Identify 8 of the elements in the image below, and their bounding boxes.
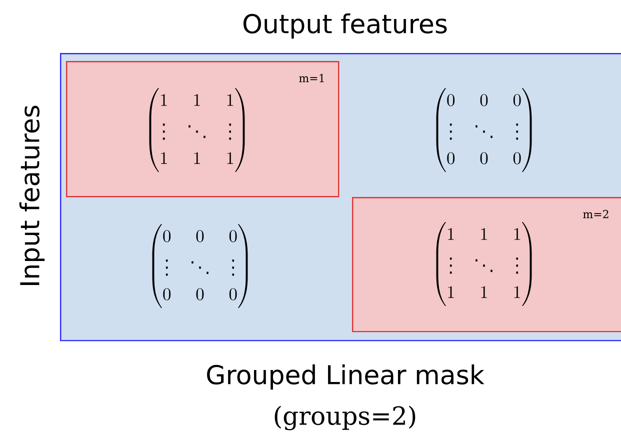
caption-note: (groups=2) — [274, 406, 416, 430]
axis-title: Output features — [243, 13, 447, 39]
caption: Grouped Linear mask — [207, 364, 484, 390]
group-block: $\begin{pmatrix}1&1&1\\ \vdots&\ddots&\vdots\\ 1&1&1\end{pmatrix}$ m=2 — [352, 197, 621, 332]
group-block: $\begin{pmatrix}1&1&1\\ \vdots&\ddots&\vdots\\ 1&1&1\end{pmatrix}$ m=1 — [66, 61, 340, 198]
axis-title: Input features — [19, 106, 45, 285]
zero-matrix: $\begin{pmatrix}0&0&0\\ \vdots&\ddots&\vdots\\ 0&0&0\end{pmatrix}$ — [152, 224, 248, 308]
zero-matrix: $\begin{pmatrix}0&0&0\\ \vdots&\ddots&\vdots\\ 0&0&0\end{pmatrix}$ — [436, 88, 532, 172]
